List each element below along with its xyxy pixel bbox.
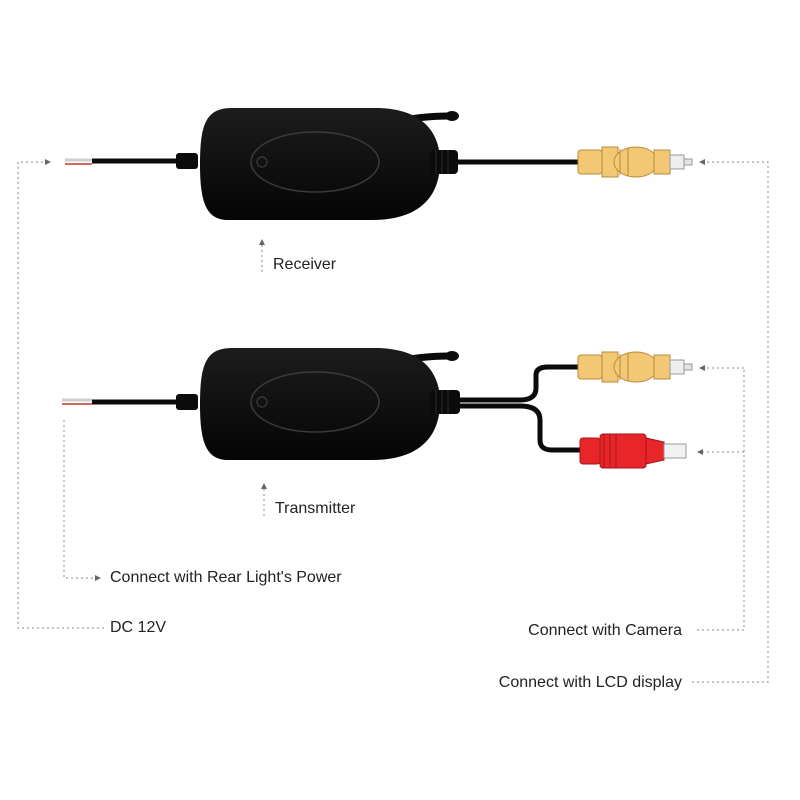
receiver-led-window — [250, 131, 380, 193]
label-transmitter: Transmitter — [275, 500, 356, 517]
transmitter-body — [200, 348, 440, 460]
guide-lines — [17, 159, 769, 683]
transmitter-split-cable — [458, 364, 584, 453]
label-rear-light-power: Connect with Rear Light's Power — [110, 569, 342, 586]
receiver-power-wire — [65, 153, 198, 169]
receiver-device — [65, 108, 693, 220]
label-connect-lcd: Connect with LCD display — [498, 674, 682, 691]
receiver-strain-relief — [430, 150, 458, 174]
transmitter-power-wire — [62, 394, 198, 410]
receiver-body — [200, 108, 440, 220]
transmitter-rca-plug — [577, 351, 693, 383]
receiver-rca-plug — [577, 146, 693, 178]
transmitter-device — [62, 348, 693, 469]
label-dc-12v: DC 12V — [110, 619, 167, 636]
label-connect-camera: Connect with Camera — [528, 622, 682, 639]
transmitter-led-window — [250, 371, 380, 433]
transmitter-dc-plug — [579, 433, 687, 469]
transmitter-strain-relief — [430, 390, 460, 414]
label-receiver: Receiver — [273, 256, 337, 273]
